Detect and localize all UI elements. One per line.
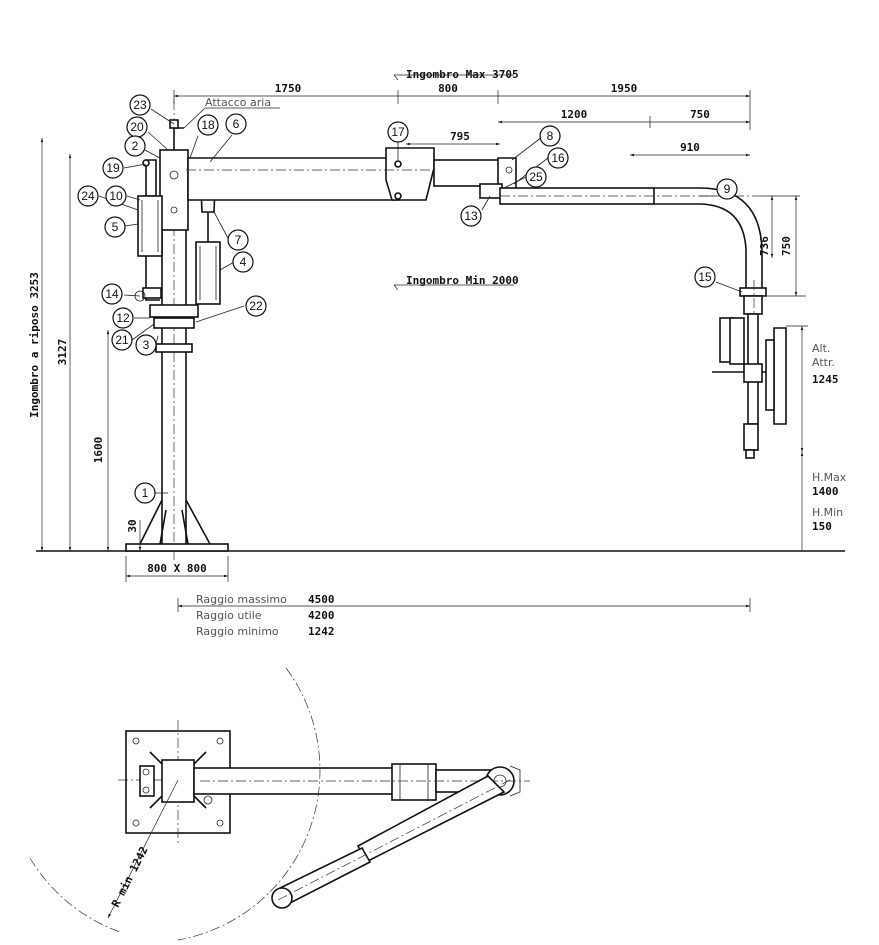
callout-15: 15 (694, 266, 716, 288)
callout-14: 14 (101, 283, 123, 305)
svg-text:20: 20 (130, 120, 144, 134)
dim-1200: 1200 (561, 108, 588, 121)
dim-736: 736 (758, 236, 771, 256)
callout-17: 17 (387, 121, 409, 143)
raggio-utile-label: Raggio utile (196, 609, 262, 622)
dim-800: 800 (438, 82, 458, 95)
h-min-value: 150 (812, 520, 832, 533)
callout-3: 3 (135, 334, 157, 356)
ingombro-max: Ingombro Max 3705 (406, 68, 519, 81)
callout-9: 9 (716, 178, 738, 200)
h-min-label: H.Min (812, 506, 843, 519)
svg-text:2: 2 (132, 139, 139, 153)
raggio-minimo-value: 1242 (308, 625, 335, 638)
dim-1950: 1950 (611, 82, 638, 95)
svg-text:24: 24 (81, 189, 95, 203)
callout-22: 22 (245, 295, 267, 317)
callout-18: 18 (197, 114, 219, 136)
callout-1: 1 (134, 482, 156, 504)
svg-text:22: 22 (249, 299, 263, 313)
svg-text:13: 13 (464, 209, 478, 223)
svg-text:10: 10 (109, 189, 123, 203)
svg-text:5: 5 (112, 220, 119, 234)
dim-base: 800 X 800 (147, 562, 207, 575)
svg-text:9: 9 (724, 182, 731, 196)
callout-8: 8 (539, 125, 561, 147)
svg-text:6: 6 (233, 117, 240, 131)
callout-19: 19 (102, 157, 124, 179)
alt-attr-label-1: Alt. (812, 342, 830, 355)
alt-attr-value: 1245 (812, 373, 839, 386)
dim-1750: 1750 (275, 82, 302, 95)
svg-text:12: 12 (116, 311, 130, 325)
elevation-view: 1750 Ingombro Max 3705 800 1950 1200 750… (28, 68, 847, 638)
dim-30: 30 (126, 519, 139, 532)
r-min-label: R min 1242 (109, 844, 151, 909)
svg-text:7: 7 (235, 233, 242, 247)
raggio-minimo-label: Raggio minimo (196, 625, 279, 638)
callout-5: 5 (104, 216, 126, 238)
h-max-value: 1400 (812, 485, 839, 498)
left-cylinder (134, 159, 163, 302)
svg-text:25: 25 (529, 170, 543, 184)
callout-13: 13 (460, 205, 482, 227)
dimension-lines (40, 74, 808, 612)
svg-text:21: 21 (115, 333, 129, 347)
callout-4: 4 (232, 251, 254, 273)
attacco-aria: Attacco aria (205, 96, 271, 109)
callout-7: 7 (227, 229, 249, 251)
svg-text:4: 4 (240, 255, 247, 269)
svg-text:3: 3 (143, 338, 150, 352)
callout-16: 16 (547, 147, 569, 169)
callout-bubbles: 23 20 2 18 6 19 24 10 5 7 4 14 12 21 3 2… (77, 94, 738, 504)
svg-text:18: 18 (201, 118, 215, 132)
svg-text:16: 16 (551, 151, 565, 165)
callout-6: 6 (225, 113, 247, 135)
h-max-label: H.Max (812, 471, 847, 484)
callout-23: 23 (129, 94, 151, 116)
dim-750-top: 750 (690, 108, 710, 121)
callout-25: 25 (525, 166, 547, 188)
ingombro-riposo: Ingombro a riposo 3253 (28, 272, 41, 418)
callout-2: 2 (124, 135, 146, 157)
main-arm (186, 147, 517, 201)
ingombro-min: Ingombro Min 2000 (406, 274, 519, 287)
callout-12: 12 (112, 307, 134, 329)
dim-1600: 1600 (92, 437, 105, 464)
raggio-massimo-label: Raggio massimo (196, 593, 287, 606)
secondary-arm (479, 183, 767, 460)
svg-text:19: 19 (106, 161, 120, 175)
svg-text:8: 8 (547, 129, 554, 143)
callout-10: 10 (105, 185, 127, 207)
raggio-table: Raggio massimo 4500 Raggio utile 4200 Ra… (196, 593, 335, 638)
column-head (159, 119, 189, 231)
dim-750-vert: 750 (780, 236, 793, 256)
dim-910: 910 (680, 141, 700, 154)
gripper-tool (712, 313, 787, 459)
svg-text:1: 1 (142, 486, 149, 500)
plan-view: R min 1242 (29, 667, 530, 941)
alt-attr-label-2: Attr. (812, 356, 835, 369)
dim-795: 795 (450, 130, 470, 143)
callout-24: 24 (77, 185, 99, 207)
dim-3127: 3127 (56, 339, 69, 366)
callout-21: 21 (111, 329, 133, 351)
raggio-massimo-value: 4500 (308, 593, 335, 606)
svg-text:23: 23 (133, 98, 147, 112)
svg-text:17: 17 (391, 125, 405, 139)
callout-20: 20 (126, 116, 148, 138)
svg-text:14: 14 (105, 287, 119, 301)
raggio-utile-value: 4200 (308, 609, 335, 622)
svg-text:15: 15 (698, 270, 712, 284)
